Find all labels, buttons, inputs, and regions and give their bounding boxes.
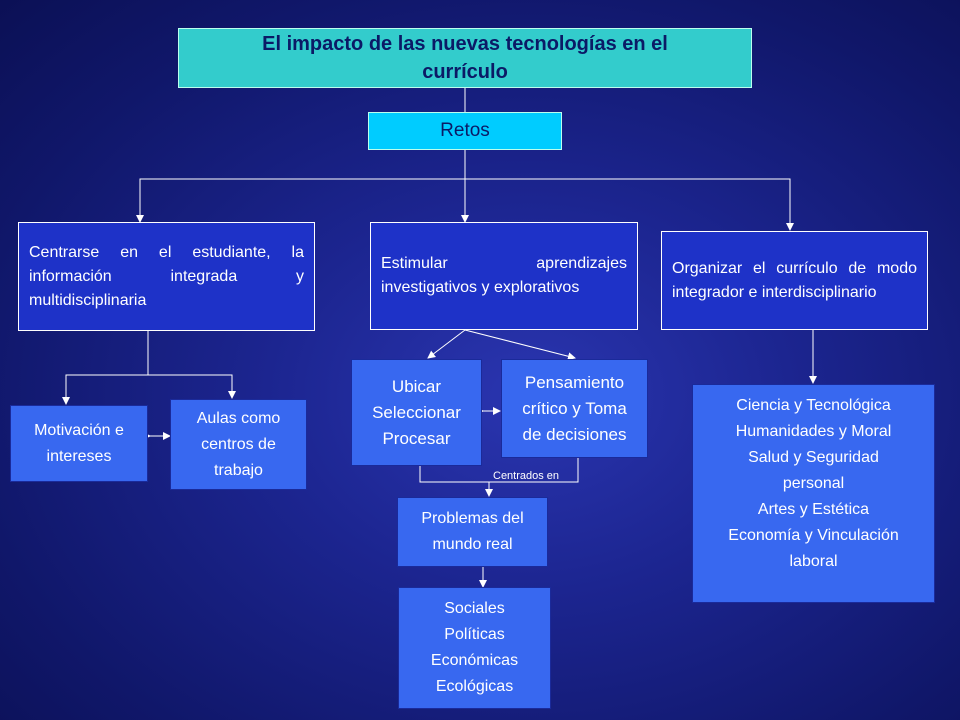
motivacion-box: Motivación e intereses [10, 405, 148, 482]
aulas-text: Aulas como centros de trabajo [196, 409, 281, 479]
edge-label-centrados: Centrados en [493, 470, 560, 482]
title-box: El impacto de las nuevas tecnologías en … [178, 28, 752, 88]
branch-center-box: Estimular aprendizajes investigativos y … [370, 222, 638, 330]
ubicar-text: Ubicar Seleccionar Procesar [372, 376, 461, 448]
branch-left-text: Centrarse en el estudiante, la informaci… [29, 243, 304, 309]
edge-center-ubicar [427, 329, 466, 359]
motivacion-text: Motivación e intereses [34, 421, 124, 465]
ciencia-text: Ciencia y Tecnológica Humanidades y Mora… [728, 397, 899, 570]
sociales-box: Sociales Políticas Económicas Ecológicas [398, 587, 551, 709]
branch-right-text: Organizar el currículo de modo integrado… [672, 259, 917, 301]
problemas-text: Problemas del mundo real [421, 510, 524, 553]
edge-left-aulas [148, 374, 236, 399]
problemas-box: Problemas del mundo real [397, 497, 548, 567]
pensamiento-box: Pensamiento crítico y Toma de decisiones [501, 359, 648, 458]
ciencia-box: Ciencia y Tecnológica Humanidades y Mora… [692, 384, 935, 603]
sociales-text: Sociales Políticas Económicas Ecológicas [430, 600, 519, 695]
retos-box: Retos [368, 112, 562, 150]
branch-center-text: Estimular aprendizajes investigativos y … [381, 255, 627, 296]
edge-left-motivacion [62, 374, 148, 405]
aulas-box: Aulas como centros de trabajo [170, 399, 307, 490]
ubicar-box: Ubicar Seleccionar Procesar [351, 359, 482, 466]
edge-center-pensamiento [464, 329, 576, 361]
branch-right-box: Organizar el currículo de modo integrado… [661, 231, 928, 330]
pensamiento-text: Pensamiento crítico y Toma de decisiones [522, 372, 627, 444]
title-text: El impacto de las nuevas tecnologías en … [262, 33, 668, 83]
edge-centrados [419, 458, 579, 483]
retos-text: Retos [440, 120, 490, 141]
branch-left-box: Centrarse en el estudiante, la informaci… [18, 222, 315, 331]
